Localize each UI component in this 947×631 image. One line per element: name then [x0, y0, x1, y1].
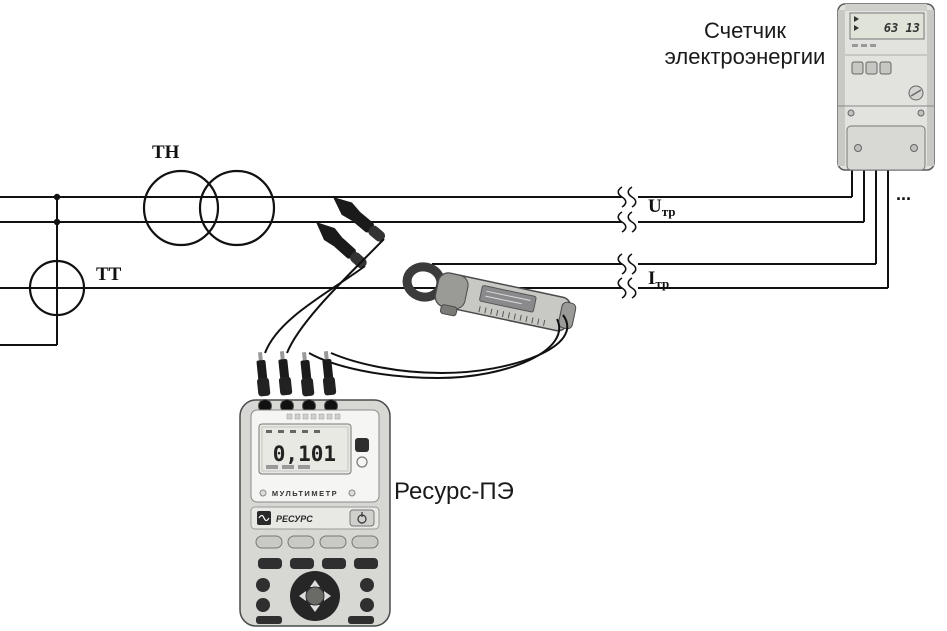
- multimeter-device: 0,101 МУЛЬТИМЕТР РЕСУРС: [239, 351, 391, 627]
- test-lead-wire: [264, 265, 366, 354]
- meter-button: [879, 61, 892, 75]
- calibration-mark-icon: [356, 456, 368, 468]
- meter-lcd-value: 63 13: [884, 21, 920, 35]
- side-button: [256, 598, 270, 612]
- banana-plug: [256, 352, 271, 397]
- line-break-icons: [617, 186, 637, 299]
- panel-hole: [259, 489, 267, 497]
- clamp-trigger: [439, 304, 458, 317]
- line-break-icon: [617, 211, 637, 233]
- junction-dot: [53, 193, 61, 201]
- keypad-top-row: [258, 558, 378, 569]
- dpad-down-arrow-icon: [310, 605, 320, 612]
- meter-title-line1: Счетчик: [704, 18, 786, 43]
- clamp-label-window: [479, 285, 537, 313]
- clamp-cable: [308, 318, 561, 380]
- dpad-center-button: [305, 586, 325, 606]
- line-break-icon: [617, 253, 637, 275]
- meter-screw: [847, 109, 855, 117]
- clip-boot: [368, 225, 386, 242]
- dpad-left-arrow-icon: [299, 591, 306, 601]
- logo-bar: [250, 506, 380, 530]
- meter-cover-screw: [910, 144, 918, 152]
- meter-lcd-icon: [854, 16, 859, 22]
- clip-body: [334, 237, 356, 259]
- clamp-rear-cap: [558, 301, 577, 330]
- dpad-right-arrow-icon: [324, 591, 331, 601]
- device-display-inner: [261, 426, 349, 472]
- side-button: [256, 578, 270, 592]
- meter-lcd-mark: [870, 44, 876, 47]
- bottom-button: [256, 616, 282, 624]
- i-tr-label: Iтр: [648, 268, 669, 291]
- banana-plug: [278, 351, 293, 396]
- brand-label: РЕСУРС: [276, 514, 313, 524]
- clip-jaw: [316, 222, 343, 247]
- clamp-label-line: [486, 290, 531, 302]
- device-name-label: Ресурс-ПЭ: [394, 478, 514, 505]
- meter-terminal-cover: [846, 125, 926, 171]
- clip-body: [351, 211, 374, 233]
- panel-hole: [348, 489, 356, 497]
- clamp-label-line: [485, 295, 522, 305]
- meter-side-shade: [838, 10, 845, 166]
- function-buttons: [255, 535, 379, 549]
- panel-label: МУЛЬТИМЕТР: [272, 489, 338, 498]
- schematic-lines: [0, 170, 889, 346]
- meter-drop-wires: [851, 170, 889, 288]
- meter-cover-screw: [854, 144, 862, 152]
- voltage-transformer-symbol: [142, 169, 276, 247]
- banana-plugs: [256, 351, 337, 397]
- meter-lcd-icon: [854, 25, 859, 31]
- crocodile-clip-upper: [333, 197, 386, 242]
- brand-logo-wave: [258, 514, 270, 522]
- meter-lcd: [849, 12, 925, 40]
- dpad-up-arrow-icon: [310, 580, 320, 587]
- current-transformer-symbol: [28, 259, 86, 317]
- junction-dot: [53, 218, 61, 226]
- panel-icon-row: [286, 413, 341, 420]
- test-leads: [264, 238, 569, 380]
- meter-button: [851, 61, 864, 75]
- device-display: [258, 423, 352, 475]
- meter-top-band: [845, 4, 927, 11]
- meter-ellipsis: ...: [896, 184, 911, 204]
- meter-button: [865, 61, 878, 75]
- test-lead-wire: [286, 238, 385, 354]
- meter-side-shade: [927, 10, 934, 166]
- meter-title-line2: электроэнергии: [665, 44, 826, 69]
- power-button: [349, 509, 375, 527]
- banana-plug: [300, 352, 315, 397]
- clamp-scale-ticks: [478, 306, 546, 326]
- display-status-icons: [266, 430, 320, 433]
- meter-seal-slot: [910, 89, 922, 97]
- electricity-meter: 63 13: [837, 3, 935, 171]
- clip-jaw: [333, 197, 360, 221]
- tt-label: ТТ: [96, 264, 122, 285]
- side-button: [360, 578, 374, 592]
- side-button: [360, 598, 374, 612]
- u-tr-label: Uтр: [648, 196, 676, 219]
- current-clamp: [402, 262, 577, 332]
- line-break-icon: [617, 277, 637, 299]
- meter-screw: [917, 109, 925, 117]
- bottom-button: [348, 616, 374, 624]
- display-value: 0,101: [273, 442, 336, 466]
- tn-label: ТН: [152, 142, 180, 163]
- banana-plug: [322, 351, 337, 396]
- meter-lcd-mark: [852, 44, 858, 47]
- unit-icon: [355, 438, 369, 452]
- meter-lcd-mark: [861, 44, 867, 47]
- line-break-icon: [617, 186, 637, 208]
- crocodile-clip-lower: [316, 222, 367, 269]
- clip-boot: [350, 252, 367, 269]
- clamp-cable: [330, 314, 569, 375]
- display-bottom-icons: [266, 465, 310, 469]
